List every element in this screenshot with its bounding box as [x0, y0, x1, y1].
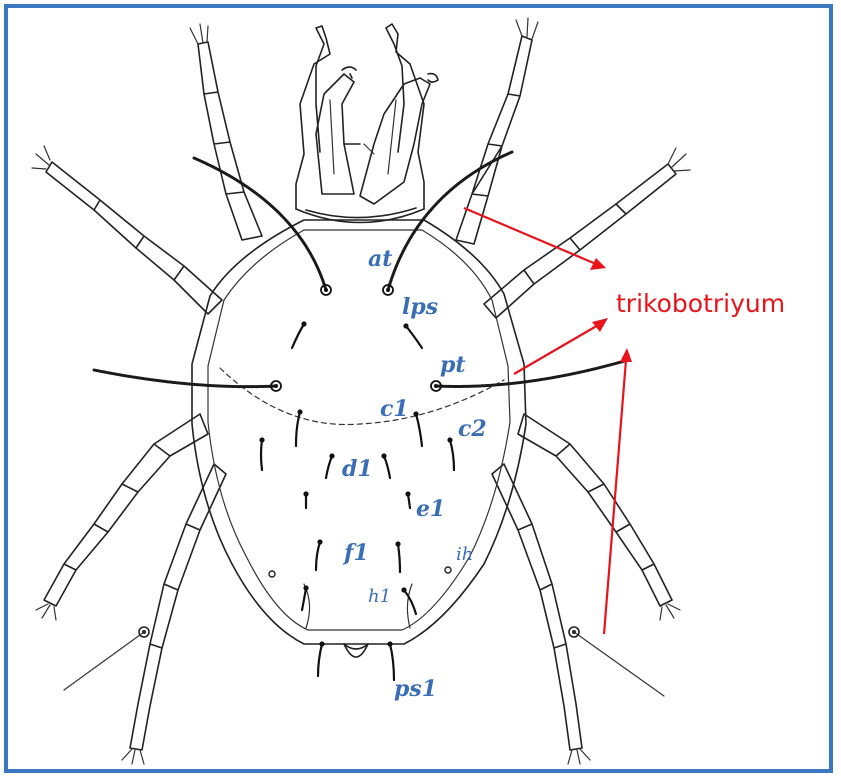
trichobothrium-at-left — [194, 158, 326, 290]
leg-third-right — [518, 414, 672, 606]
label-pt: pt — [440, 352, 466, 378]
label-c2: c2 — [458, 416, 487, 442]
seta-labels: at lps pt c1 c2 d1 e1 f1 ih h1 ps1 — [342, 246, 487, 702]
annotation-label: trikobotriyum — [616, 289, 785, 318]
label-ps1: ps1 — [394, 676, 437, 702]
leg-fourth-left — [130, 464, 226, 750]
arrow-middle — [514, 324, 600, 374]
label-f1: f1 — [342, 540, 369, 566]
label-at: at — [368, 246, 392, 272]
label-e1: e1 — [416, 496, 445, 522]
label-ih: ih — [456, 544, 473, 565]
label-d1: d1 — [342, 456, 373, 482]
arrow-lower — [604, 360, 626, 634]
label-h1: h1 — [368, 586, 391, 607]
trichobothrium-annotation: trikobotriyum — [464, 208, 785, 634]
leg-front-right — [456, 36, 532, 244]
figure-frame: at lps pt c1 c2 d1 e1 f1 ih h1 ps1 triko… — [4, 4, 833, 773]
trichobothrium-pt-left — [94, 370, 276, 387]
setae — [94, 152, 628, 680]
legs — [32, 18, 690, 764]
gnathosoma — [296, 24, 438, 223]
mite-diagram: at lps pt c1 c2 d1 e1 f1 ih h1 ps1 triko… — [8, 8, 837, 777]
leg-second-left — [46, 162, 222, 314]
leg-fourth-right — [492, 464, 582, 750]
arrow-upper — [464, 208, 596, 264]
label-lps: lps — [402, 294, 438, 320]
leg-front-left — [198, 42, 262, 240]
label-c1: c1 — [380, 396, 409, 422]
